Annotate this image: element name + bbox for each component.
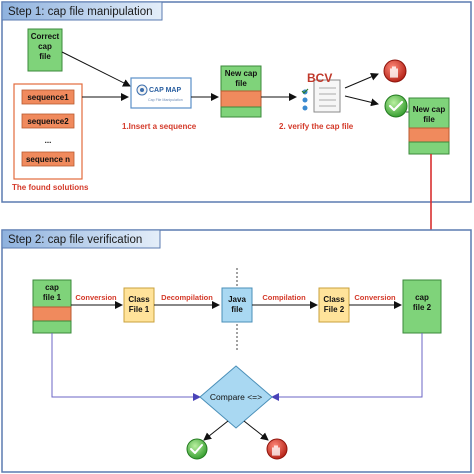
new-cap-file-line2: file [235,79,247,88]
new-cap-file: New cap file [220,65,262,118]
java-file: Java file [221,287,253,323]
sequence2-label: sequence2 [27,117,69,126]
cap-file-2-line1: cap [415,293,429,302]
class-file-2-line2: File 2 [324,305,345,314]
sequence2-box [21,113,75,129]
cap-file-1: cap file 1 [32,279,72,334]
decompilation-label: Decompilation [161,293,213,302]
conversion-2-label: Conversion [354,293,396,302]
bcv-icon: BCV [301,71,341,113]
class-file-1-line1: Class [128,295,150,304]
line-cap2-to-compare [271,333,423,401]
stop-hand-icon [383,59,407,83]
arrow-compare-to-stop [243,420,269,441]
compare-label: Compare <=> [210,392,262,402]
found-solutions-box: sequence1 sequence2 ... sequence n [13,83,83,180]
arrow-bcv-to-stop [344,73,379,89]
java-file-line1: Java [228,295,246,304]
result-ok-icon [186,438,208,460]
java-file-line2: file [231,305,243,314]
cap-file-2: cap file 2 [402,279,442,334]
conversion-1-label: Conversion [75,293,117,302]
capmap-logo-title: CAP MAP [149,87,181,94]
insert-sequence-label: 1.Insert a sequence [122,122,197,131]
class-file-1: Class File 1 [123,287,155,323]
capmap-logo-subtitle: Cap File Manipulation [148,98,183,102]
class-file-1-line2: File 1 [129,305,150,314]
step2-panel: Step 2: cap file verification [1,229,472,473]
sequence-ellipsis: ... [45,136,52,145]
arrow-compare-to-ok [203,420,229,441]
arrow-bcv-to-ok [344,95,379,107]
new-cap-file-verified-line2: file [423,115,435,124]
sequence1-box [21,89,75,105]
new-cap-file-verified: New cap file [408,97,450,155]
correct-cap-file: Correct cap file [27,28,63,72]
correct-cap-file-line3: file [39,52,51,61]
correct-cap-file-line2: cap [38,42,52,51]
new-cap-file-verified-line1: New cap [413,105,446,114]
verify-cap-file-label: 2. verify the cap file [279,122,354,131]
step2-title: Step 2: cap file verification [8,234,142,246]
sequence-n-box [21,151,75,167]
class-file-2: Class File 2 [318,287,350,323]
check-ok-icon [384,94,408,118]
compilation-label: Compilation [262,293,306,302]
line-cap1-to-compare [51,333,201,401]
sequence-n-label: sequence n [26,155,70,164]
new-cap-file-line1: New cap [225,69,258,78]
sequence1-label: sequence1 [27,93,69,102]
arrow-correct-to-capmap [61,51,131,87]
capmap-logo: CAP MAP Cap File Manipulation [130,77,192,109]
cap-file-1-line2: file 1 [43,293,62,302]
cap-file-1-line1: cap [45,283,59,292]
compare-diamond: Compare <=> [199,365,273,429]
found-solutions-label: The found solutions [12,183,89,192]
bcv-label: BCV [307,71,332,85]
class-file-2-line1: Class [323,295,345,304]
cap-file-2-line2: file 2 [413,303,432,312]
result-stop-icon [266,438,288,460]
correct-cap-file-line1: Correct [31,32,60,41]
step1-title: Step 1: cap file manipulation [8,6,152,18]
